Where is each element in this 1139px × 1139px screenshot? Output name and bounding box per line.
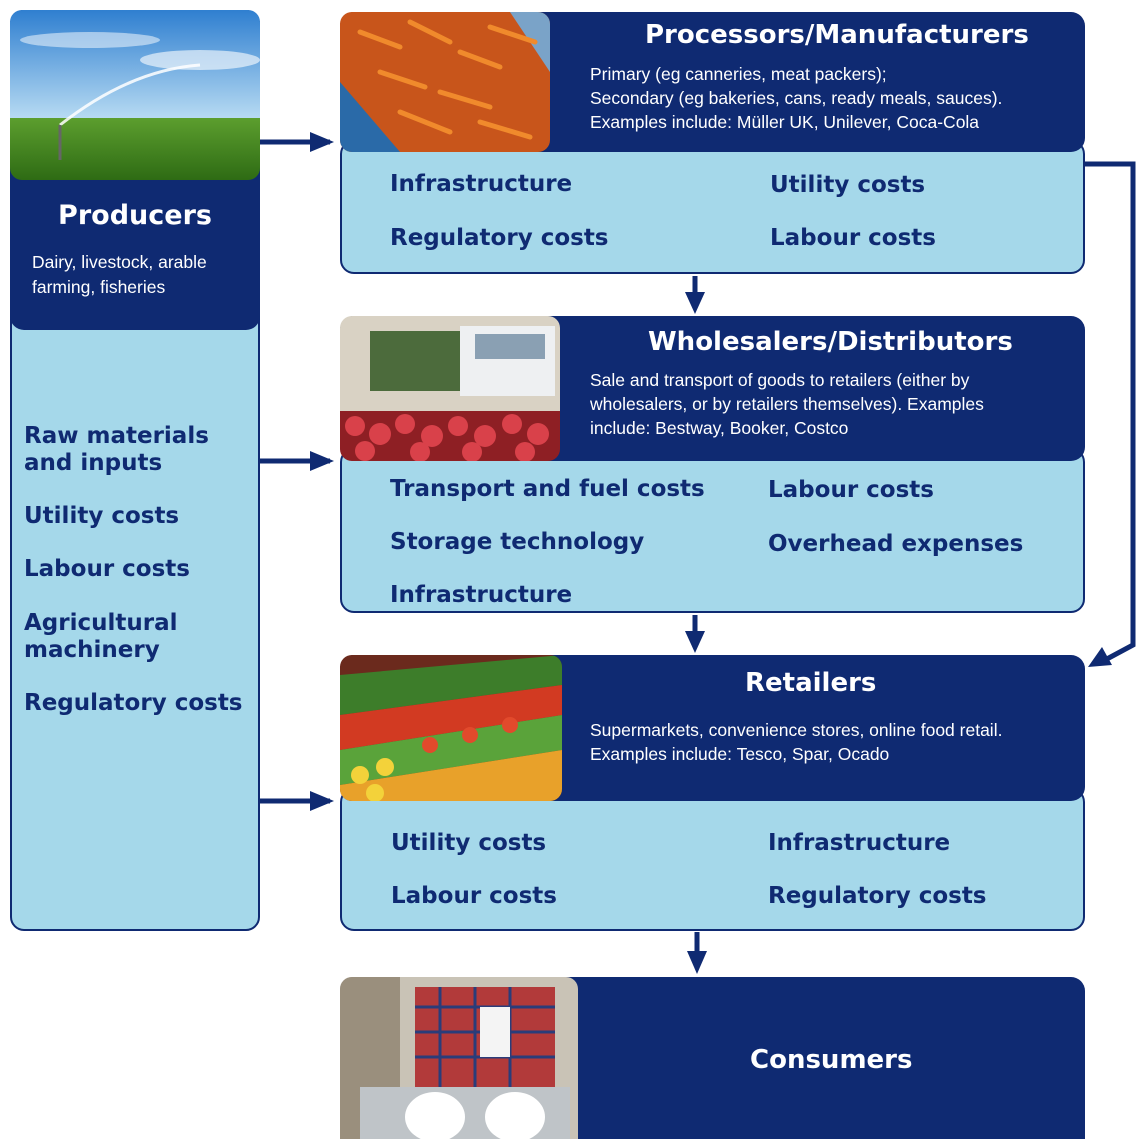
wholesalers-header: Wholesalers/Distributors Sale and transp… (340, 316, 1085, 461)
processors-cost-utility: Utility costs (770, 172, 926, 198)
processors-desc-line-1: Primary (eg canneries, meat packers); (590, 64, 887, 84)
retailers-cost-labour: Labour costs (391, 883, 557, 909)
arrowhead-wholesalers-to-retailers (685, 631, 705, 653)
processors-cost-infrastructure: Infrastructure (390, 171, 573, 197)
wholesalers-desc-line-1: Sale and transport of goods to retailers… (590, 370, 970, 390)
wholesalers-title: Wholesalers/Distributors (648, 327, 1013, 357)
producers-cost-utility: Utility costs (24, 503, 180, 529)
arrowhead-producers-to-processors (310, 132, 334, 152)
irrigation-field-photo (10, 10, 260, 180)
producers-header: Producers Dairy, livestock, arable farmi… (10, 10, 260, 330)
retailers-desc-line-1: Supermarkets, convenience stores, online… (590, 720, 1003, 740)
processors-cost-panel (340, 140, 1085, 274)
retailers-desc-line-2: Examples include: Tesco, Spar, Ocado (590, 744, 890, 764)
arrowhead-producers-to-retailers (310, 791, 334, 811)
producers-description: Dairy, livestock, arable farming, fisher… (32, 252, 207, 297)
vegetable-display-photo (340, 655, 562, 801)
processors-cost-labour: Labour costs (770, 225, 936, 251)
retailers-header: Retailers Supermarkets, convenience stor… (340, 655, 1085, 801)
wholesalers-cost-labour: Labour costs (768, 477, 934, 503)
consumers-title: Consumers (750, 1045, 913, 1075)
arrowhead-processors-to-retailers (1088, 647, 1112, 667)
wholesalers-cost-transport: Transport and fuel costs (390, 476, 705, 502)
carrots-conveyor-photo (340, 12, 550, 152)
consumers-header: Consumers (340, 977, 1085, 1139)
wholesalers-cost-panel (340, 448, 1085, 613)
retailers-title: Retailers (745, 668, 877, 698)
producers-cost-raw-materials: Raw materials and inputs (24, 423, 209, 476)
wholesalers-cost-overhead: Overhead expenses (768, 531, 1024, 557)
arrowhead-producers-to-wholesalers (310, 451, 334, 471)
retailers-cost-regulatory: Regulatory costs (768, 883, 987, 909)
retailers-cost-infrastructure: Infrastructure (768, 830, 951, 856)
wholesalers-cost-storage: Storage technology (390, 529, 645, 555)
producers-title: Producers (58, 200, 212, 231)
producers-cost-machinery: Agricultural machinery (24, 610, 178, 663)
processors-header: Processors/Manufacturers Primary (eg can… (340, 12, 1085, 152)
arrow-processors-to-retailers (1085, 161, 1136, 663)
wholesalers-desc-line-3: include: Bestway, Booker, Costco (590, 418, 849, 438)
wholesalers-desc-line-2: wholesalers, or by retailers themselves)… (590, 394, 984, 414)
processors-title: Processors/Manufacturers (645, 20, 1029, 50)
arrowhead-retailers-to-consumers (687, 951, 707, 974)
wholesalers-cost-infrastructure: Infrastructure (390, 582, 573, 608)
producers-cost-regulatory: Regulatory costs (24, 690, 243, 716)
retailers-cost-utility: Utility costs (391, 830, 547, 856)
retailers-cost-panel (340, 788, 1085, 931)
arrowhead-processors-to-wholesalers (685, 292, 705, 314)
shopping-trolley-photo (340, 977, 578, 1139)
processors-desc-line-3: Examples include: Müller UK, Unilever, C… (590, 112, 980, 132)
producers-cost-labour: Labour costs (24, 556, 190, 582)
processors-cost-regulatory: Regulatory costs (390, 225, 609, 251)
truck-apples-photo (340, 316, 560, 461)
processors-desc-line-2: Secondary (eg bakeries, cans, ready meal… (590, 88, 1003, 108)
